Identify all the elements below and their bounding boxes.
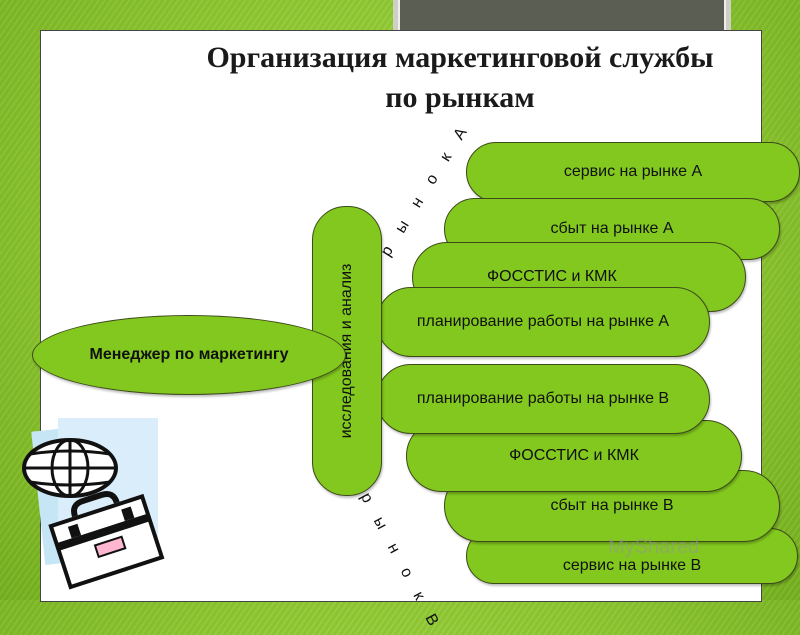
- market-b-item-fosstis-label: ФОССТИС и КМК: [509, 447, 639, 464]
- marketing-manager-box: Менеджер по маркетингу: [32, 315, 346, 395]
- market-b-item-sales-label: сбыт на рынке В: [550, 497, 674, 514]
- slide-title: Организация маркетинговой службы по рынк…: [100, 38, 800, 118]
- market-a-item-planning-label: планирование работы на рынке А: [416, 313, 670, 330]
- title-line-1: Организация маркетинговой службы: [206, 41, 714, 74]
- marketing-manager-label: Менеджер по маркетингу: [89, 346, 289, 363]
- briefcase-icon: [48, 490, 165, 590]
- market-a-item-planning: планирование работы на рынке А: [376, 287, 710, 357]
- market-b-item-service-label: сервис на рынке В: [562, 557, 702, 574]
- market-a-item-fosstis-label: ФОССТИС и КМК: [487, 268, 617, 285]
- globe-icon: [22, 438, 118, 498]
- watermark: MyShared: [608, 536, 699, 559]
- market-a-item-service-label: сервис на рынке А: [563, 163, 703, 180]
- market-b-item-planning: планирование работы на рынке В: [376, 364, 710, 434]
- market-a-item-service: сервис на рынке А: [466, 142, 800, 202]
- clipart-globe-briefcase: [22, 418, 165, 590]
- watermark-text: MyShared: [608, 536, 700, 558]
- title-line-2: по рынкам: [385, 81, 535, 114]
- market-a-item-sales-label: сбыт на рынке А: [550, 220, 674, 237]
- market-b-item-planning-label: планирование работы на рынке В: [416, 390, 670, 407]
